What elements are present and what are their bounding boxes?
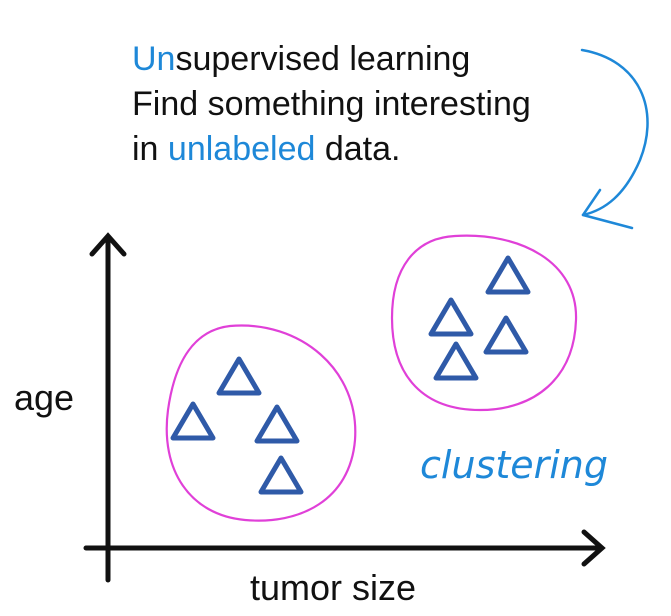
title-line-3-before: in bbox=[132, 130, 168, 168]
cluster-left-outline bbox=[165, 324, 357, 522]
title-line-2: Find something interesting bbox=[132, 85, 531, 123]
title-line-1-rest: supervised learning bbox=[175, 40, 470, 78]
cluster-right-points bbox=[428, 255, 531, 381]
title-accent-un: Un bbox=[132, 40, 175, 78]
triangle-icon bbox=[485, 255, 531, 295]
title-accent-unlabeled: unlabeled bbox=[168, 130, 315, 168]
title-line-1: Unsupervised learning bbox=[132, 40, 470, 78]
triangle-icon bbox=[258, 455, 304, 495]
triangle-icon bbox=[433, 341, 479, 381]
curved-arrow-icon bbox=[580, 48, 649, 230]
triangle-icon bbox=[216, 356, 262, 396]
triangle-icon bbox=[483, 315, 529, 355]
triangle-icon bbox=[170, 401, 216, 441]
x-axis-label: tumor size bbox=[250, 567, 416, 608]
cluster-right-outline bbox=[390, 234, 578, 412]
x-axis bbox=[83, 529, 606, 567]
y-axis bbox=[89, 232, 127, 583]
title-line-3-after: data. bbox=[315, 130, 400, 168]
cluster-left-points bbox=[170, 356, 304, 495]
y-axis-label: age bbox=[14, 377, 74, 418]
title-line-3: in unlabeled data. bbox=[132, 130, 400, 168]
triangle-icon bbox=[254, 404, 300, 444]
triangle-icon bbox=[428, 297, 474, 337]
clustering-annotation: clustering bbox=[420, 443, 608, 487]
